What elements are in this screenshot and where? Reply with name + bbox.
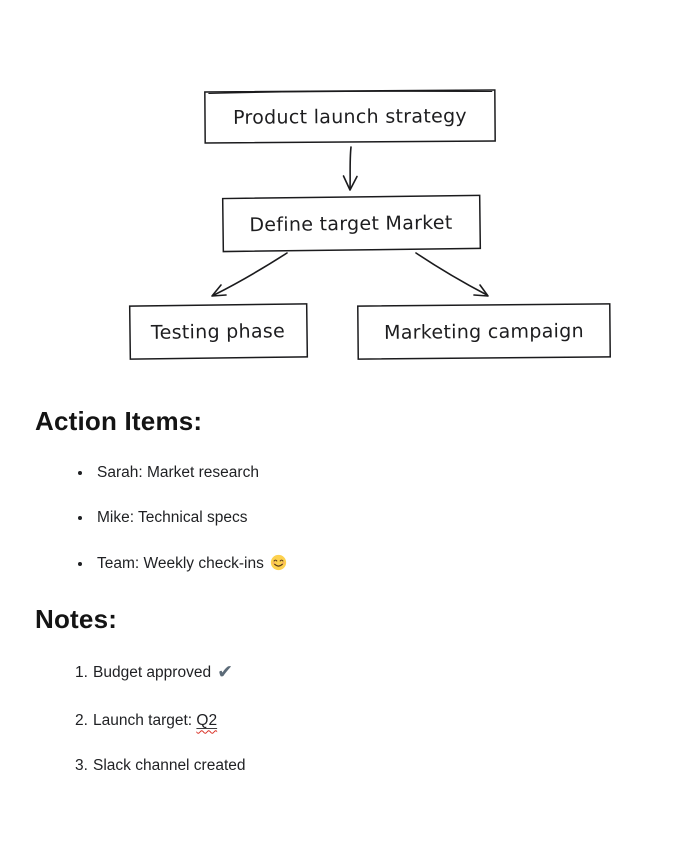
list-item: 2. Launch target: Q2 xyxy=(75,711,687,730)
list-item: 3. Slack channel created xyxy=(75,756,687,775)
flowchart-canvas: Product launch strategy Define target Ma… xyxy=(128,89,611,360)
list-item: Team: Weekly check-ins xyxy=(93,554,687,573)
action-items-heading: Action Items: xyxy=(35,406,203,436)
node-define-target-market: Define target Market xyxy=(221,194,482,253)
node-product-launch-strategy: Product launch strategy xyxy=(204,89,496,144)
edge-define-to-testing xyxy=(211,252,288,297)
list-number: 2. xyxy=(75,711,88,729)
smiling-face-icon xyxy=(270,554,286,570)
node-marketing-campaign: Marketing campaign xyxy=(357,303,611,360)
node-label: Marketing campaign xyxy=(384,320,584,344)
notes-list: 1. Budget approved ✔ 2. Launch target: Q2 3… xyxy=(35,661,687,776)
node-label: Product launch strategy xyxy=(233,105,467,129)
flowchart-diagram: Product launch strategy Define target Ma… xyxy=(0,0,687,375)
node-label: Define target Market xyxy=(249,212,452,236)
note-text: Slack channel created xyxy=(93,757,246,775)
node-label: Testing phase xyxy=(150,320,285,344)
document-body: Action Items: Sarah: Market research Mik… xyxy=(0,406,687,776)
check-mark-icon: ✔ xyxy=(217,660,233,683)
node-testing-phase: Testing phase xyxy=(128,303,309,360)
list-item: Mike: Technical specs xyxy=(93,508,687,527)
edge-define-to-marketing xyxy=(415,252,489,297)
note-text: Budget approved xyxy=(93,663,212,681)
list-item: Sarah: Market research xyxy=(93,463,687,482)
note-text: Launch target: xyxy=(93,711,197,729)
edge-strategy-to-define xyxy=(342,146,358,191)
action-items-list: Sarah: Market research Mike: Technical s… xyxy=(35,463,687,573)
misspelled-word: Q2 xyxy=(196,711,218,729)
list-number: 3. xyxy=(75,757,88,775)
action-item-text: Mike: Technical specs xyxy=(97,509,248,527)
action-item-text: Team: Weekly check-ins xyxy=(97,554,264,572)
list-number: 1. xyxy=(75,663,88,681)
list-item: 1. Budget approved ✔ xyxy=(75,661,687,685)
action-item-text: Sarah: Market research xyxy=(97,463,259,481)
notes-heading: Notes: xyxy=(35,604,118,635)
